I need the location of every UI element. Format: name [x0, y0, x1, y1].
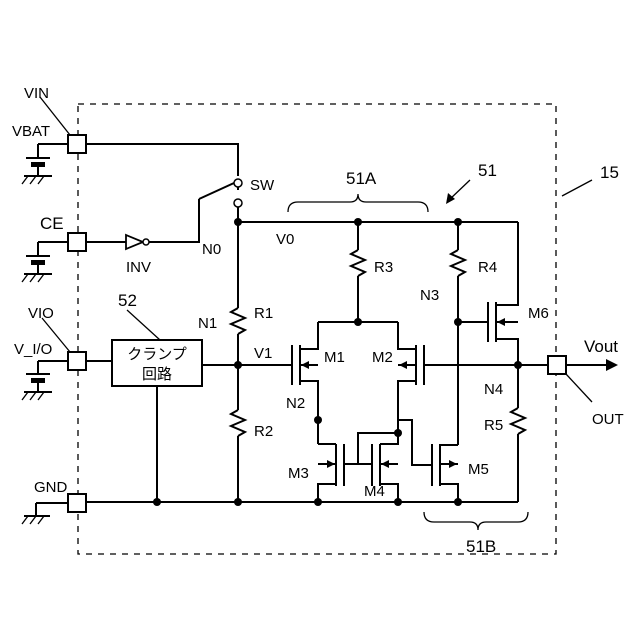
label-inv: INV — [126, 259, 151, 276]
label-block-51b: 51B — [466, 537, 496, 556]
label-vbat: VBAT — [12, 123, 50, 140]
gnd-r2-junction-dot — [234, 498, 242, 506]
label-m4: M4 — [364, 483, 385, 500]
label-ce: CE — [40, 214, 64, 233]
inverter-icon — [126, 235, 149, 249]
label-m6: M6 — [528, 305, 549, 322]
m2-drain-to-m5-gate-wire — [398, 420, 432, 465]
label-vio: VIO — [28, 305, 54, 322]
vbat-ground-icon — [22, 176, 52, 184]
label-r1: R1 — [254, 305, 273, 322]
label-block-51a: 51A — [346, 169, 377, 188]
clamp-52-leader-line — [127, 310, 160, 340]
label-n4: N4 — [484, 381, 503, 398]
ce-ground-icon — [22, 274, 52, 282]
clamp-circuit-label-line2: 回路 — [142, 366, 172, 383]
out-pin — [548, 356, 566, 374]
gnd-clamp-junction-dot — [153, 498, 161, 506]
ce-battery-wire — [38, 242, 68, 256]
vin-to-switch-wire — [86, 144, 238, 176]
clamp-circuit-label-line1: クランプ — [127, 346, 187, 363]
label-m2: M2 — [372, 349, 393, 366]
label-out: OUT — [592, 411, 624, 428]
inverter-to-switch-wire — [149, 199, 199, 242]
label-n3: N3 — [420, 287, 439, 304]
block-15-leader-line — [562, 180, 592, 196]
vio-battery-symbol — [26, 374, 50, 392]
resistor-r1 — [231, 308, 245, 334]
label-block-15: 15 — [600, 163, 619, 182]
m3-m4-gate-tie-wire — [344, 448, 372, 464]
out-leader-line — [566, 374, 592, 402]
resistor-r5 — [511, 408, 525, 434]
label-m3: M3 — [288, 465, 309, 482]
gnd-pin — [68, 494, 86, 512]
label-block-52: 52 — [118, 291, 137, 310]
label-n1: N1 — [198, 315, 217, 332]
switch-sw — [199, 179, 242, 207]
vbat-battery-symbol — [26, 158, 50, 176]
label-v-io: V_I/O — [14, 341, 52, 358]
label-r5: R5 — [484, 417, 503, 434]
transistor-m3 — [318, 444, 344, 502]
gnd-ground-icon — [22, 503, 50, 524]
label-n0: N0 — [202, 241, 221, 258]
label-block-51: 51 — [478, 161, 497, 180]
vin-pin — [68, 135, 86, 153]
label-v1: V1 — [254, 345, 272, 362]
block-51-arrowhead — [446, 193, 455, 204]
label-vout: Vout — [584, 337, 618, 356]
resistor-r4 — [451, 250, 465, 276]
label-n2: N2 — [286, 395, 305, 412]
label-m5: M5 — [468, 461, 489, 478]
v0-rail — [238, 207, 518, 222]
transistor-m5 — [432, 444, 458, 502]
vio-pin — [68, 352, 86, 370]
label-sw: SW — [250, 177, 275, 194]
label-r4: R4 — [478, 259, 497, 276]
vio-ground-icon — [22, 392, 52, 400]
transistor-m6 — [488, 222, 518, 365]
label-vin: VIN — [24, 85, 49, 102]
resistor-r2 — [231, 410, 245, 436]
ce-battery-symbol — [26, 256, 50, 274]
transistor-m2 — [398, 322, 424, 433]
mirror-gate-wire — [358, 433, 398, 448]
block-51b-brace — [424, 512, 528, 530]
label-gnd: GND — [34, 479, 68, 496]
ce-pin — [68, 233, 86, 251]
label-r3: R3 — [374, 259, 393, 276]
label-v0: V0 — [276, 231, 294, 248]
resistor-r3 — [351, 250, 365, 276]
label-m1: M1 — [324, 349, 345, 366]
label-r2: R2 — [254, 423, 273, 440]
vio-battery-wire — [38, 361, 68, 374]
block-51a-brace — [288, 194, 428, 212]
vout-arrowhead — [606, 359, 618, 371]
